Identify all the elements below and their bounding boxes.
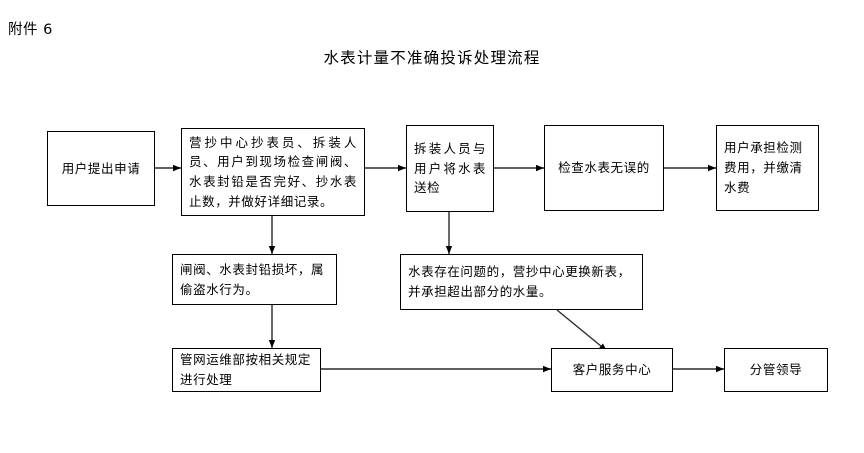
node-label: 管网运维部按相关规定进行处理: [180, 352, 312, 387]
node-label: 用户承担检测费用，并缴清水费: [724, 140, 803, 195]
node-label: 闸阀、水表封铅损坏，属偷盗水行为。: [180, 261, 325, 297]
node-label: 拆装人员与用户将水表送检: [414, 140, 486, 196]
node-onsite-inspection[interactable]: 营抄中心抄表员、拆装人员、用户到现场检查闸阀、水表封铅是否完好、抄水表止数，并做…: [181, 128, 365, 216]
page-title: 水表计量不准确投诉处理流程: [323, 49, 541, 67]
node-seal-damaged-theft[interactable]: 闸阀、水表封铅损坏，属偷盗水行为。: [172, 254, 337, 305]
node-pipe-network-dept[interactable]: 管网运维部按相关规定进行处理: [172, 348, 321, 392]
attachment-label: 附件 6: [8, 22, 53, 38]
node-user-application[interactable]: 用户提出申请: [47, 131, 155, 206]
node-label: 用户提出申请: [61, 160, 141, 176]
node-user-pays-fee[interactable]: 用户承担检测费用，并缴清水费: [716, 125, 819, 211]
node-meter-no-error[interactable]: 检查水表无误的: [544, 125, 664, 211]
node-send-meter-for-test[interactable]: 拆装人员与用户将水表送检: [406, 125, 494, 212]
edge-n7-n9: [556, 309, 608, 352]
node-label: 水表存在问题的，营抄中心更换新表，并承担超出部分的水量。: [408, 264, 631, 299]
node-label: 分管领导: [749, 362, 803, 378]
node-label: 客户服务中心: [572, 362, 652, 378]
node-supervising-leader[interactable]: 分管领导: [724, 348, 828, 392]
node-label: 检查水表无误的: [558, 160, 650, 176]
node-customer-service-center[interactable]: 客户服务中心: [551, 348, 673, 392]
node-meter-problem-replace[interactable]: 水表存在问题的，营抄中心更换新表，并承担超出部分的水量。: [400, 254, 643, 310]
node-label: 营抄中心抄表员、拆装人员、用户到现场检查闸阀、水表封铅是否完好、抄水表止数，并做…: [189, 134, 357, 209]
